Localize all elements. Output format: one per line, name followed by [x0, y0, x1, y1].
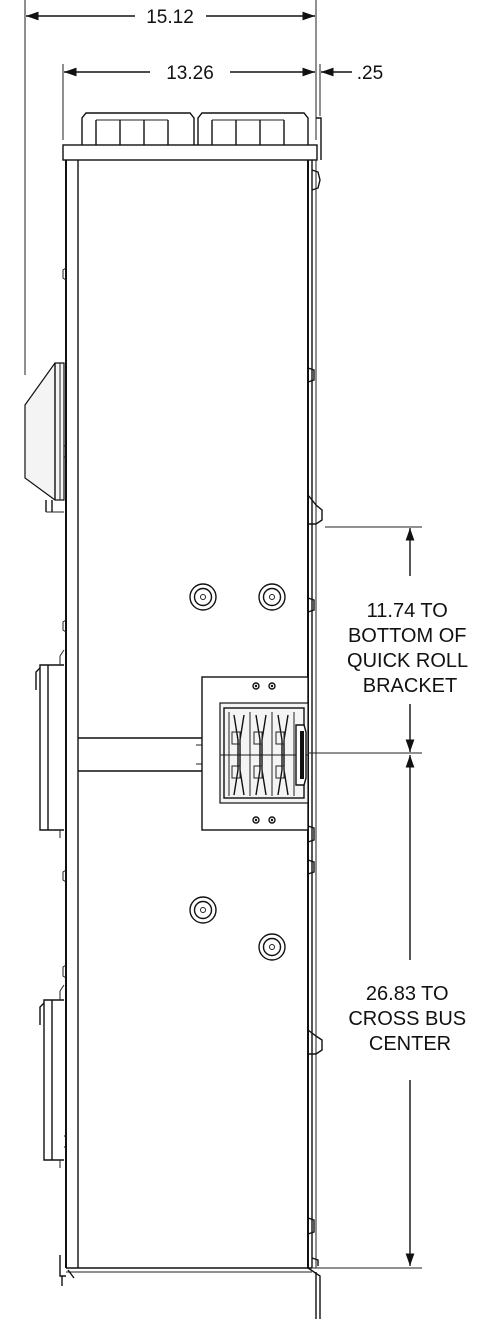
- overall-width-dimension: 15.12: [24, 0, 317, 375]
- right-mounting-rail: [307, 117, 322, 1319]
- quick-roll-note-line-1: 11.74 TO: [367, 600, 448, 622]
- body-width-dimension: 13.26: [62, 63, 321, 140]
- left-breaker-mount-lower: [39, 984, 65, 1168]
- top-connector-left: [81, 112, 195, 146]
- quick-roll-note-line-2: BOTTOM OF: [348, 625, 467, 647]
- top-plate: [62, 144, 318, 161]
- flange-label: .25: [357, 63, 383, 84]
- left-breaker-mount-upper: [35, 649, 65, 838]
- quick-roll-note: 11.74 TO BOTTOM OF QUICK ROLL BRACKET: [347, 600, 473, 697]
- left-handle-bracket: [24, 362, 65, 513]
- fastener-1: [189, 583, 217, 611]
- body-width-label: 13.26: [166, 63, 214, 84]
- cross-bus-note-line-1: 26.83 TO: [366, 983, 449, 1005]
- cross-bus-note: 26.83 TO CROSS BUS CENTER: [348, 983, 471, 1055]
- right-side-clips: [307, 169, 323, 1266]
- flange-dimension: .25: [321, 63, 383, 84]
- fastener-3: [189, 896, 217, 924]
- quick-roll-note-line-3: QUICK ROLL: [347, 650, 468, 672]
- cross-bus-note-line-3: CENTER: [369, 1033, 451, 1055]
- fastener-4: [258, 933, 286, 961]
- top-connector-right: [197, 112, 309, 146]
- quick-roll-bracket: [201, 676, 309, 831]
- cross-bus-note-line-2: CROSS BUS: [348, 1008, 466, 1030]
- fastener-2: [258, 583, 286, 611]
- quick-roll-note-line-4: BRACKET: [363, 675, 457, 697]
- overall-width-label: 15.12: [146, 7, 194, 28]
- cross-bus-dimension: [312, 755, 422, 1269]
- quick-roll-dimension: [308, 526, 422, 754]
